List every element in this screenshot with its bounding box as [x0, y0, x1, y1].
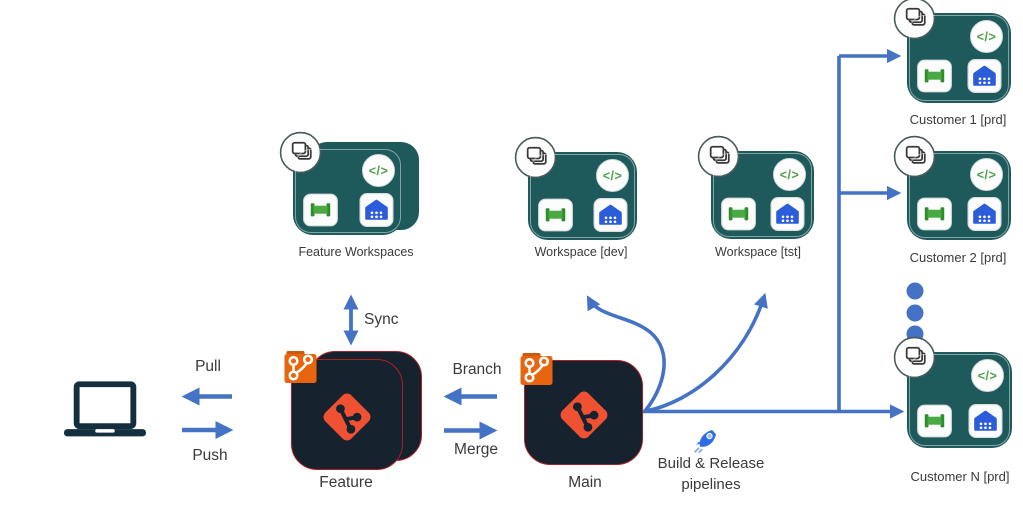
feature-workspaces-label: Feature Workspaces — [298, 245, 414, 259]
customer-n-card: </> — [907, 352, 1012, 448]
rocket-icon — [692, 426, 720, 454]
code-glyph: </> — [368, 163, 389, 178]
main-repo-card — [524, 360, 643, 465]
house-icon — [593, 198, 628, 232]
stacked-items-icon — [514, 136, 557, 179]
git-branch-icon — [283, 350, 318, 384]
customer-n-label: Customer N [prd] — [910, 469, 1010, 484]
push-label: Push — [192, 447, 228, 464]
feature-repo-label: Feature — [319, 474, 373, 491]
pipeline-bench-icon — [917, 197, 952, 231]
code-icon: </> — [970, 20, 1003, 53]
code-glyph: </> — [779, 167, 800, 182]
stacked-items-icon — [893, 336, 936, 379]
ellipsis-dot — [906, 282, 924, 300]
code-glyph: </> — [976, 167, 997, 182]
code-icon: </> — [971, 359, 1004, 392]
code-icon: </> — [362, 154, 395, 187]
code-glyph: </> — [977, 368, 998, 383]
branch-label: Branch — [452, 361, 502, 378]
git-logo-icon — [556, 387, 612, 443]
pipeline-bench-icon — [303, 193, 338, 227]
stacked-items-icon — [279, 131, 322, 174]
workspace-dev-label: Workspace [dev] — [534, 245, 628, 259]
pipelines-label: Build & Release pipelines — [658, 453, 765, 495]
ellipsis-dot — [906, 304, 924, 322]
pipeline-bench-icon — [538, 198, 573, 232]
stacked-items-icon — [697, 135, 740, 178]
workspace-tst-label: Workspace [tst] — [715, 245, 801, 259]
pipeline-bench-icon — [721, 197, 756, 231]
house-icon — [968, 404, 1003, 438]
workspace-tst-card: </> — [711, 151, 814, 239]
house-icon — [359, 193, 394, 227]
code-icon: </> — [596, 159, 629, 192]
customer-1-card: </> — [907, 13, 1011, 103]
code-icon: </> — [970, 158, 1003, 191]
pipelines-label-line1: Build & Release — [657, 455, 765, 472]
customer-2-label: Customer 2 [prd] — [909, 250, 1007, 265]
git-branch-icon — [519, 352, 554, 386]
merge-label: Merge — [454, 441, 498, 458]
main-repo-label: Main — [568, 474, 602, 491]
workspace-dev-card: </> — [528, 152, 637, 240]
pipeline-bench-icon — [917, 404, 952, 438]
house-icon — [770, 197, 805, 231]
laptop-icon — [62, 381, 148, 442]
stacked-items-icon — [893, 135, 936, 178]
code-icon: </> — [773, 158, 806, 191]
vertical-ellipsis-dots — [906, 282, 924, 343]
code-glyph: </> — [976, 29, 997, 44]
git-logo-icon — [319, 389, 375, 445]
feature-repo-card — [291, 359, 403, 470]
pull-label: Pull — [195, 358, 221, 375]
house-icon — [967, 59, 1002, 93]
feature-workspaces-card: </> — [293, 147, 403, 235]
house-icon — [967, 197, 1002, 231]
deploy-curve-dev — [586, 295, 666, 413]
pipeline-bench-icon — [917, 59, 952, 93]
sync-label: Sync — [364, 311, 399, 328]
pipelines-label-line2: pipelines — [681, 476, 741, 493]
customer-1-label: Customer 1 [prd] — [909, 112, 1007, 127]
code-glyph: </> — [602, 168, 623, 183]
stacked-items-icon — [893, 0, 936, 40]
deploy-curve-tst — [645, 292, 768, 413]
customer-2-card: </> — [907, 151, 1011, 240]
